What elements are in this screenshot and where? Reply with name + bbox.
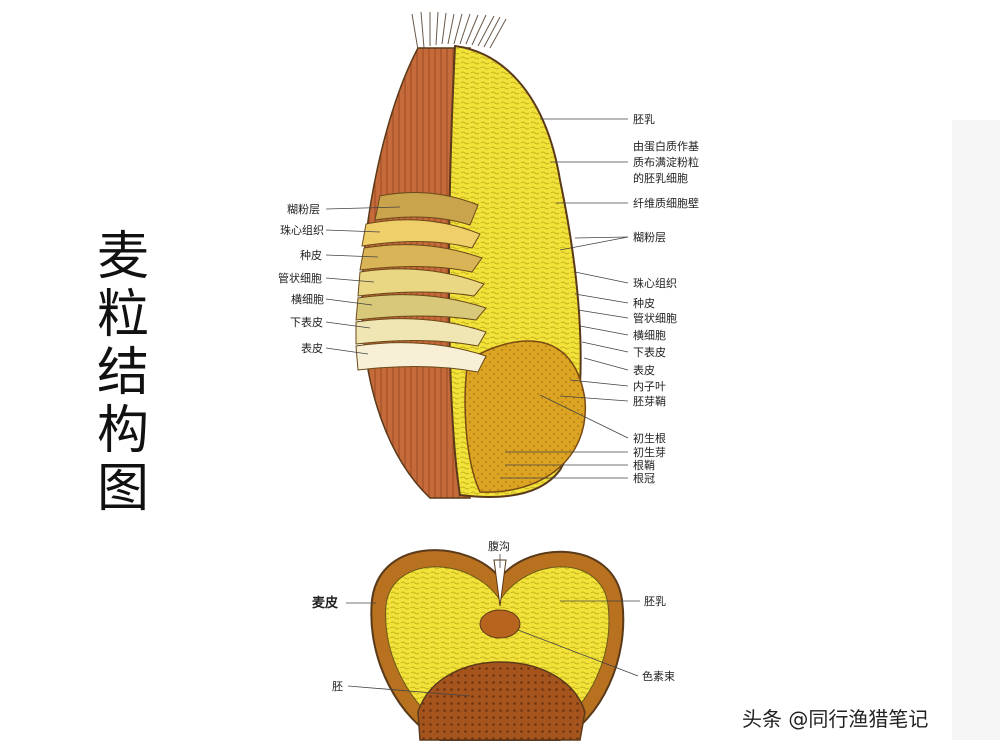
grain-cross-section [370, 549, 625, 741]
label-seedcoat-left: 种皮 [300, 248, 322, 262]
label-endosperm-cross: 胚乳 [644, 595, 666, 608]
left-labels: 糊粉层 珠心组织 种皮 管状细胞 横细胞 下表皮 表皮 [278, 202, 401, 355]
label-pigment-strand: 色素束 [642, 669, 675, 683]
label-aleurone-right: 糊粉层 [633, 230, 666, 244]
vertical-title: 麦 粒 结 构 图 [92, 228, 154, 518]
label-hypodermis-right: 下表皮 [633, 345, 666, 359]
label-seedcoat-right: 种皮 [633, 296, 655, 310]
label-coleoptile: 胚芽鞘 [633, 394, 666, 408]
embryo-long [464, 340, 586, 493]
label-cross-left: 横细胞 [291, 292, 324, 306]
label-nucellus-left: 珠心组织 [280, 223, 324, 237]
peeled-layers [355, 192, 487, 373]
background-ghost [952, 120, 1000, 740]
title-char: 图 [96, 459, 149, 519]
label-tube-left: 管状细胞 [278, 271, 322, 285]
label-nucellus-right: 珠心组织 [633, 276, 677, 290]
grain-longitudinal [355, 11, 586, 499]
label-endosperm-desc-1: 由蛋白质作基 [633, 139, 699, 153]
watermark: 头条 @同行渔猎笔记 [742, 707, 929, 731]
title-char: 构 [96, 401, 149, 461]
label-aleurone-left: 糊粉层 [287, 202, 320, 216]
pigment-strand [479, 609, 521, 639]
label-cell-wall: 纤维质细胞壁 [633, 196, 699, 210]
label-tube-right: 管状细胞 [633, 311, 677, 325]
title-char: 结 [96, 343, 149, 403]
label-epidermis-left: 表皮 [301, 341, 323, 355]
label-plumule: 初生芽 [633, 445, 666, 459]
label-crease: 腹沟 [488, 539, 510, 553]
label-epidermis-right: 表皮 [633, 363, 655, 377]
label-endosperm-desc-2: 质布满淀粉粒 [633, 155, 699, 169]
right-labels: 胚乳 由蛋白质作基 质布满淀粉粒 的胚乳细胞 纤维质细胞壁 糊粉层 珠心组织 种… [500, 113, 699, 485]
label-cross-right: 横细胞 [633, 328, 666, 342]
cross-embryo [417, 661, 586, 741]
brush-hairs [411, 11, 507, 51]
cross-labels: 腹沟 麦皮 胚乳 胚 色素束 [312, 539, 675, 697]
label-endosperm: 胚乳 [633, 113, 655, 126]
label-bran: 麦皮 [312, 595, 338, 611]
label-radicle: 初生根 [633, 431, 666, 445]
label-hypodermis-left: 下表皮 [290, 315, 323, 329]
label-coleorhiza: 根鞘 [633, 458, 655, 472]
label-root-cap: 根冠 [633, 471, 655, 485]
title-char: 粒 [96, 285, 149, 345]
label-embryo: 胚 [332, 680, 343, 693]
label-scutellum: 内子叶 [633, 379, 666, 393]
title-char: 麦 [96, 227, 149, 287]
label-endosperm-desc-3: 的胚乳细胞 [633, 171, 688, 185]
